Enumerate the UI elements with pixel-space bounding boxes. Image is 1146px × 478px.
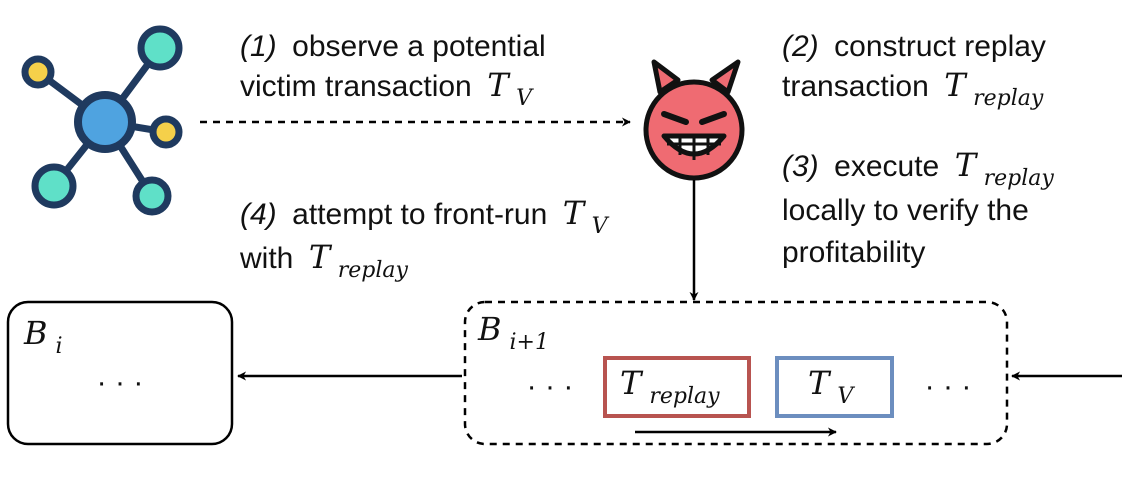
svg-text:B i+1: B i+1: [477, 310, 549, 355]
step3-var: T: [955, 146, 979, 184]
svg-text:transaction T repl: transaction T replay: [782, 66, 1044, 111]
step3-text: (3) execute T replay locally to verify t…: [782, 146, 1054, 269]
step3-line3: profitability: [782, 236, 925, 269]
step1-line1: observe a potential: [292, 30, 546, 63]
step1-sub: V: [516, 86, 534, 111]
step4-sub2: replay: [338, 258, 409, 283]
step2-text: (2) construct replay transaction T repla…: [782, 30, 1046, 111]
step2-var: T: [944, 66, 968, 104]
step4-sub1: V: [592, 214, 610, 239]
block-next: B i+1 · · · · · · T replay T V: [463, 300, 1009, 446]
svg-text:(1) observe a potential: (1) observe a potential: [240, 30, 546, 63]
svg-text:B i: B i: [23, 314, 63, 359]
block-next-right-dots: · · ·: [925, 370, 972, 403]
step3-number: (3): [782, 150, 819, 183]
step1-var: T: [487, 66, 511, 104]
svg-text:with T replay: with T replay: [239, 238, 408, 283]
step4-var1: T: [563, 194, 587, 232]
tx-victim-sub: V: [837, 384, 855, 409]
network-node: [21, 55, 55, 89]
step4-number: (4): [240, 198, 277, 231]
network-hub-node: [74, 91, 136, 153]
block-i-label: B: [23, 314, 48, 352]
step3-sub: replay: [984, 166, 1055, 191]
svg-text:victim transaction T: victim transaction T V: [240, 66, 534, 111]
tx-replay-sub: replay: [649, 384, 720, 409]
step2-line2: transaction: [782, 70, 929, 103]
tx-replay-var: T: [620, 364, 644, 402]
svg-text:(2) construct replay: (2) construct replay: [782, 30, 1046, 63]
network-node: [132, 176, 172, 216]
network-node: [31, 163, 77, 209]
step4-line2: with: [239, 242, 293, 275]
block-next-label: B: [477, 310, 502, 348]
svg-text:T replay: T replay: [620, 364, 720, 409]
block-i-sub: i: [56, 334, 63, 359]
step1-number: (1): [240, 30, 277, 63]
step3-line2: locally to verify the: [782, 194, 1029, 227]
block-next-sub: i+1: [510, 330, 549, 355]
step4-line1: attempt to front-run: [292, 198, 547, 231]
block-next-left-dots: · · ·: [527, 370, 574, 403]
tx-replay-box: T replay: [603, 356, 751, 418]
step2-line1: construct replay: [834, 30, 1046, 63]
svg-text:(4) attempt to front-run: (4) attempt to front-run T V: [240, 194, 610, 239]
svg-text:(3) execute T: (3) execute T replay: [782, 146, 1054, 191]
network-icon: [21, 25, 183, 216]
step2-sub: replay: [973, 86, 1044, 111]
step2-number: (2): [782, 30, 819, 63]
block-i-content: · · ·: [97, 366, 144, 399]
tx-victim-var: T: [808, 364, 832, 402]
svg-text:T V: T V: [808, 364, 855, 409]
block-i: B i · · ·: [6, 300, 234, 446]
attacker-devil-icon: [643, 59, 745, 181]
step3-line1: execute: [834, 150, 939, 183]
step1-text: (1) observe a potential victim transacti…: [240, 30, 546, 111]
network-node: [137, 25, 183, 71]
tx-victim-box: T V: [775, 356, 894, 418]
step4-text: (4) attempt to front-run T V with T repl…: [239, 194, 610, 283]
step4-var2: T: [309, 238, 333, 276]
network-node: [149, 115, 183, 149]
step1-line2: victim transaction: [240, 70, 472, 103]
